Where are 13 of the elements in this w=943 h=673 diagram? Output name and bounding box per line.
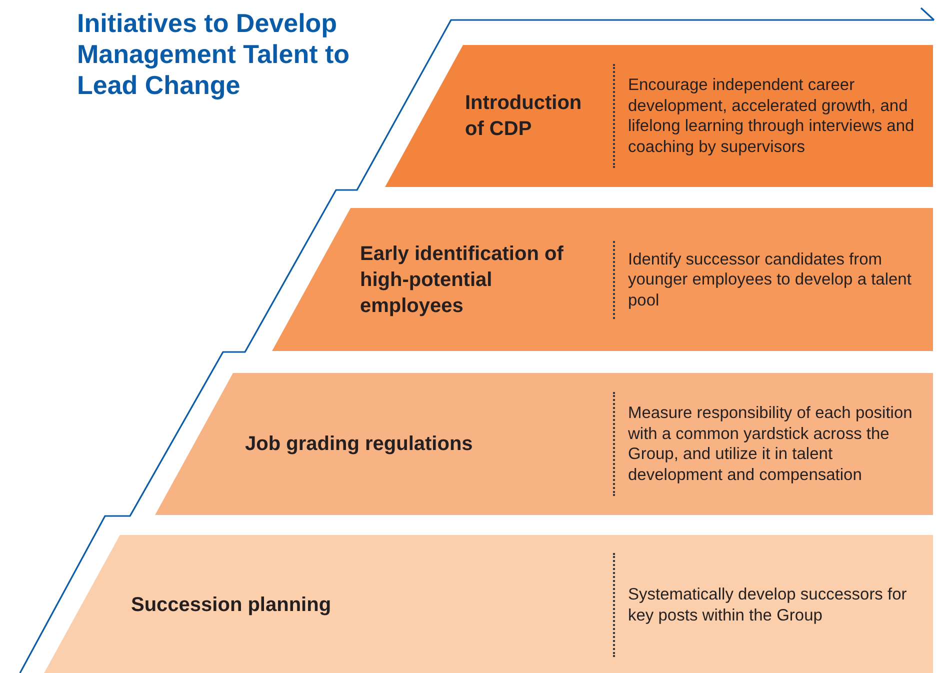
tier-heading: Job grading regulations (245, 432, 474, 457)
tier-heading: Early identification of high-potential employees (360, 242, 564, 318)
pyramid-tier (272, 208, 933, 351)
tier-description: Measure responsibility of each position with a common yardstick across the Group, and utilize it in talent development and compensation (628, 403, 914, 485)
tier-description: Identify successor candidates from younger employees to develop a talent pool (628, 248, 912, 310)
tier-description: Encourage independent career development, accelerated growth, and lifelong learning through interviews and coaching by supervisors (628, 75, 916, 157)
tier-heading: Introduction of CDP (465, 91, 583, 142)
pyramid-tier (155, 373, 933, 515)
pyramid-tier (43, 535, 933, 673)
diagram-title: Initiatives to Develop Management Talent to Lead Change (77, 8, 351, 101)
pyramid-tier (385, 45, 933, 187)
tier-heading: Succession planning (131, 593, 332, 618)
tier-description: Systematically develop successors for key posts within the Group (628, 584, 908, 626)
